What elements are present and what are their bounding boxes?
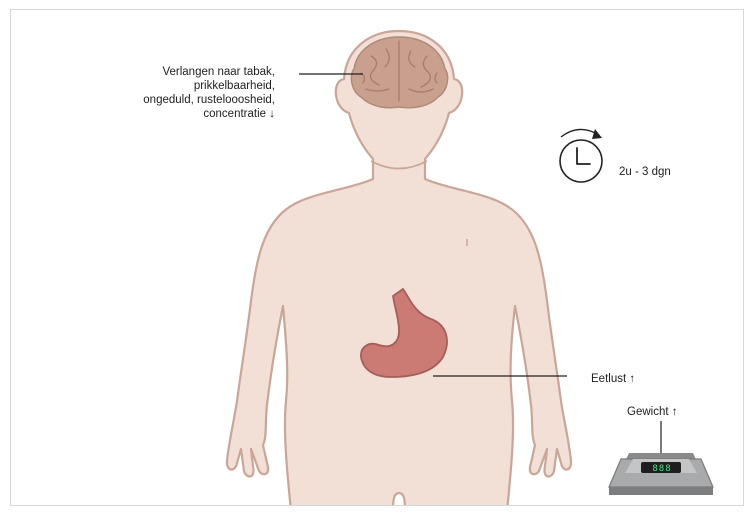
weight-label: Gewicht ↑ (627, 405, 678, 419)
scale-icon (609, 453, 713, 495)
duration-label: 2u - 3 dgn (619, 165, 671, 179)
brain-icon (351, 37, 447, 108)
brain-annotation: Verlangen naar tabak, prikkelbaarheid, o… (143, 65, 275, 121)
body-illustration (11, 10, 744, 506)
brain-annotation-line-2: prikkelbaarheid, (143, 79, 275, 93)
diagram-frame: 888 Verlangen naar tabak, prikkelbaarhei… (10, 9, 744, 506)
scale-display: 888 (643, 464, 681, 474)
appetite-label: Eetlust ↑ (591, 372, 635, 386)
brain-annotation-line-4: concentratie ↓ (143, 107, 275, 121)
brain-annotation-line-3: ongeduld, rustelooosheid, (143, 93, 275, 107)
brain-annotation-line-1: Verlangen naar tabak, (143, 65, 275, 79)
clock-icon (560, 129, 602, 182)
